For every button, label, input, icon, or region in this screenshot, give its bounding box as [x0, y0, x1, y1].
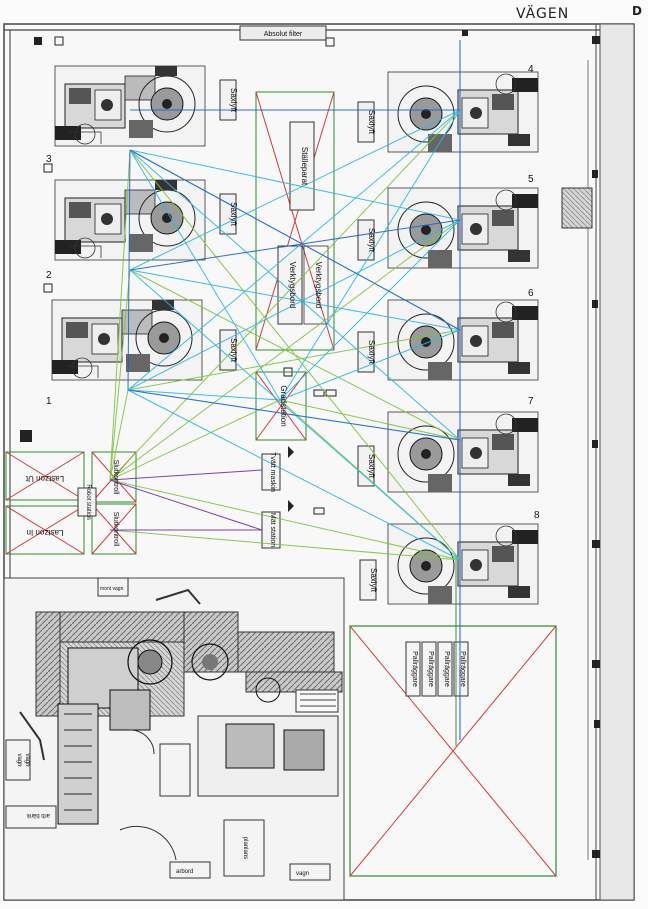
final-check-1-label: Slutkontroll — [112, 460, 119, 495]
road-label: VÄGEN — [516, 6, 570, 22]
flow-lines — [109, 109, 461, 746]
saxlyft-label-l2: Saxlyft — [229, 202, 238, 227]
saxlyft-label-l1: Saxlyft — [229, 88, 238, 113]
saxlyft-label-r1: Saxlyft — [367, 110, 376, 135]
pallet-label-2: Pallräggare — [427, 651, 434, 687]
machine-number-4: 4 — [528, 64, 534, 75]
lower-tag-4: arbord — [176, 869, 193, 875]
saxlyft-label-r4: Saxlyft — [367, 454, 376, 479]
lower-tag-1: mont vagn — [100, 586, 124, 592]
machine-number-1: 1 — [46, 396, 52, 407]
machine-4 — [387, 71, 539, 153]
tool-cabinet-label-2: Verktygsbord — [314, 262, 323, 309]
right-door — [561, 187, 593, 229]
exhaust-box — [239, 25, 327, 41]
machine-number-8: 8 — [534, 510, 540, 521]
exhaust-label: Absolut filter — [264, 31, 303, 38]
machine-number-2: 2 — [46, 270, 52, 281]
lower-tag-3: vagn — [24, 753, 30, 766]
machine-1 — [51, 299, 203, 381]
pallet-label-3: Pallräggare — [443, 651, 450, 687]
measuring-label: Mät station — [269, 513, 276, 547]
lower-tag-5: vagn — [296, 871, 309, 877]
saxlyft-label-r2: Saxlyft — [367, 228, 376, 253]
plate-box — [223, 819, 265, 877]
setup-equipment-label: Ställeparat — [300, 147, 309, 186]
saxlyft-right-1 — [357, 101, 375, 143]
grading-label: Gradstation — [279, 385, 288, 426]
saxlyft-label-l3: Saxlyft — [229, 338, 238, 363]
saxlyft-label-r3: Saxlyft — [367, 340, 376, 365]
lower-tag-2: vagn — [16, 753, 22, 766]
machine-number-3: 3 — [46, 154, 52, 165]
plate-label: planlans — [242, 837, 248, 859]
saxlyft-label-r5: Saxlyft — [369, 568, 378, 593]
tool-cabinet-label: Verktygsbord — [288, 262, 297, 309]
machine-8 — [387, 523, 539, 605]
bench-label: arb bänk — [26, 812, 50, 818]
wash-label: Tvätt maskin — [269, 452, 276, 492]
saxlyft-right-2 — [357, 219, 375, 261]
pallet-label-1: Pallräggare — [411, 651, 418, 687]
pallet-label-4: Pallräggare — [459, 651, 466, 687]
saxlyft-right-4 — [357, 445, 375, 487]
machine-number-5: 5 — [528, 174, 534, 185]
machine-3 — [54, 65, 206, 147]
machine-number-6: 6 — [528, 288, 534, 299]
saxlyft-right-3 — [357, 331, 375, 373]
saxlyft-right-5 — [359, 559, 377, 601]
setup-equipment-box — [289, 121, 315, 211]
wash-box — [261, 453, 281, 491]
corner-mark: D — [632, 4, 642, 18]
machine-6 — [387, 299, 539, 381]
load-in-label: Lastzon In — [27, 528, 64, 537]
central-zone — [255, 91, 335, 351]
final-check-2-label: Slutkontroll — [112, 512, 119, 547]
machine-number-7: 7 — [528, 396, 534, 407]
pallet-area — [349, 625, 557, 877]
load-out-label: Lastzon Ut — [25, 474, 64, 483]
machine-7 — [387, 411, 539, 493]
robot-station-label: Robot station — [85, 484, 91, 519]
